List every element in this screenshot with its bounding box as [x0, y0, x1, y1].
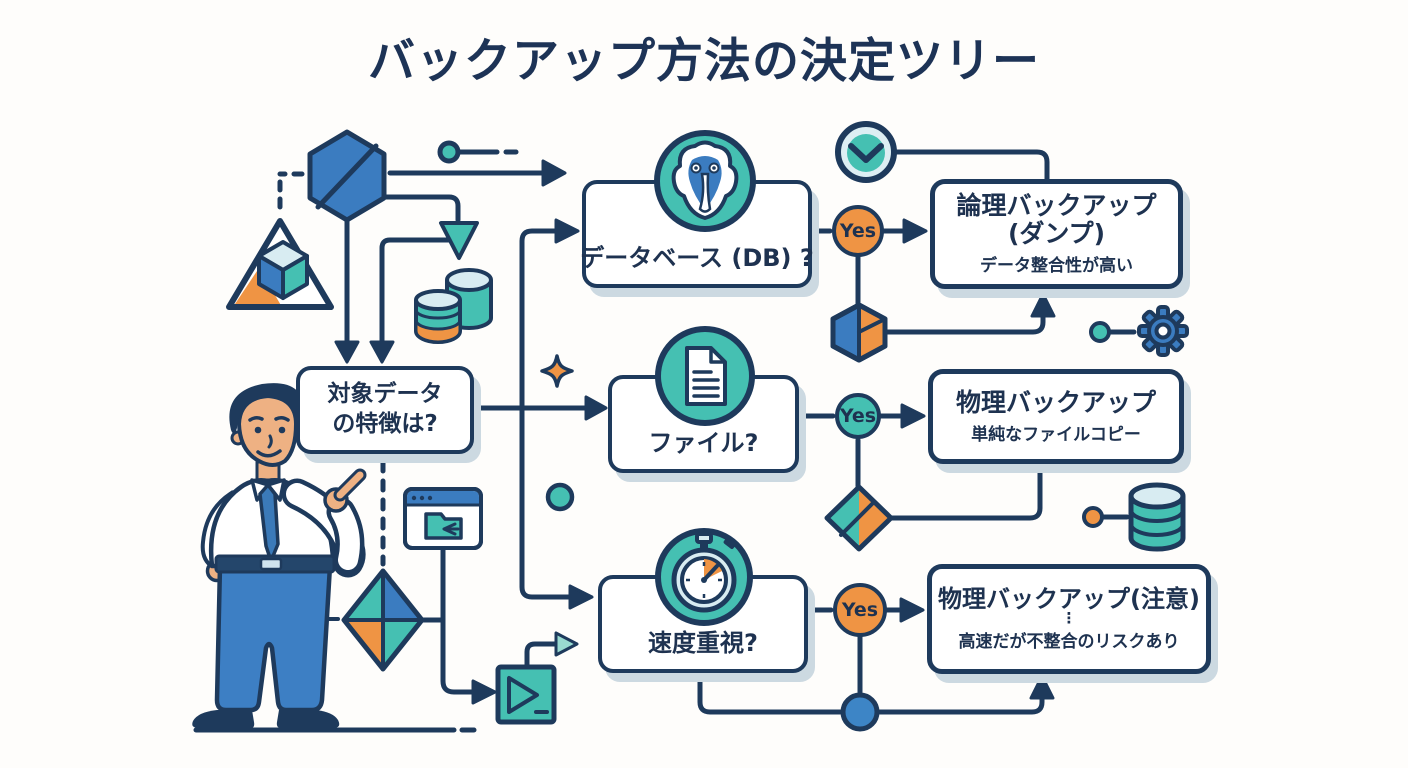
yes-badge-3: Yes	[833, 583, 887, 637]
yes-badge-1: Yes	[832, 205, 884, 257]
hexagon-icon	[307, 129, 387, 223]
yes-badge-2: Yes	[835, 393, 881, 439]
cube-box-icon	[830, 302, 888, 363]
connector-line	[524, 641, 559, 670]
connector-line	[440, 545, 476, 695]
sparkle-icon	[540, 354, 574, 388]
result1-title2: (ダンプ)	[1007, 219, 1106, 248]
diagram-title: バックアップ方法の決定ツリー	[368, 34, 1040, 89]
crystal-diamond-icon	[341, 568, 425, 672]
connector-line	[891, 149, 1050, 182]
start-node-line1: 対象データ	[327, 381, 443, 408]
triangle-cube-icon	[226, 218, 334, 310]
dashed-connector	[277, 171, 305, 217]
result3-subtitle: 高速だが不整合のリスクあり	[958, 631, 1180, 652]
clock-icon	[835, 121, 897, 183]
arrowheads	[334, 159, 1056, 705]
connector-line	[381, 194, 461, 223]
gear-icon	[1089, 305, 1189, 357]
connector-line	[697, 670, 845, 715]
decision-speed-label: 速度重視?	[648, 629, 758, 657]
result1-title: 論理バックアップ	[956, 191, 1157, 220]
result2-title: 物理バックアップ	[955, 387, 1156, 417]
decision-file-label: ファイル?	[648, 429, 759, 457]
arrowhead	[554, 631, 579, 657]
junction-node	[840, 692, 880, 732]
decision-node-database: データベース (DB) ?	[580, 180, 814, 288]
terminal-icon	[495, 664, 557, 725]
diamond-icon	[824, 484, 894, 552]
circle-decoration	[545, 482, 575, 512]
result3-ellipsis: ⋮	[1061, 608, 1077, 627]
database-cylinders-icon	[414, 268, 493, 344]
triangle-arrow-icon	[439, 221, 479, 260]
connector-line	[888, 464, 1043, 521]
person-illustration	[192, 383, 477, 733]
result1-subtitle: データ整合性が高い	[980, 256, 1133, 276]
result3-title: 物理バックアップ(注意)	[938, 585, 1200, 614]
database-icon	[1082, 482, 1186, 552]
result2-subtitle: 単純なファイルコピー	[971, 424, 1141, 445]
connector-line	[379, 237, 461, 345]
start-node-line2: の特徴は?	[332, 411, 438, 437]
connector-line	[519, 228, 573, 600]
connector-line	[874, 695, 1045, 715]
decision-database-label: データベース (DB) ?	[580, 244, 814, 272]
result-node-logical-backup: 論理バックアップ (ダンプ) データ整合性が高い	[930, 179, 1183, 289]
dot-line-decoration	[437, 140, 519, 164]
connector-line	[882, 313, 1046, 335]
decision-node-speed: 速度重視?	[598, 575, 808, 673]
browser-window-icon	[403, 487, 483, 550]
result-node-physical-backup: 物理バックアップ 単純なファイルコピー	[928, 369, 1184, 464]
start-node: 対象データ の特徴は?	[296, 366, 474, 454]
decision-node-file: ファイル?	[608, 375, 799, 473]
result-node-physical-backup-caution: 物理バックアップ(注意) ⋮ 高速だが不整合のリスクあり	[927, 564, 1211, 674]
